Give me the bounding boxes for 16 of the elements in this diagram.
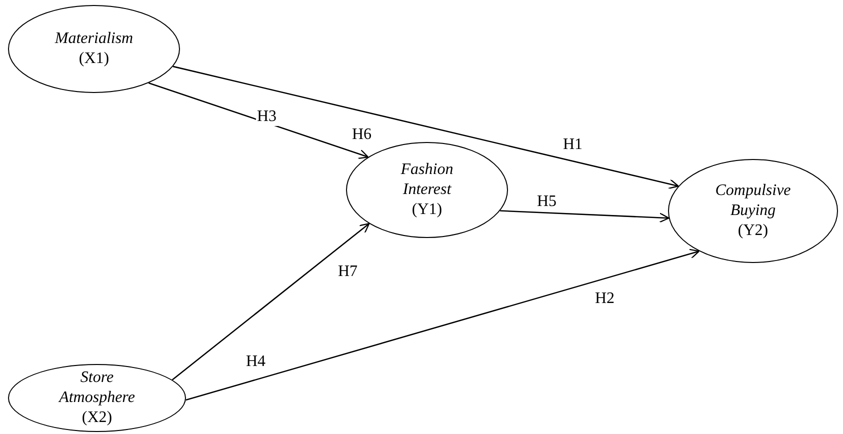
construct-name: Fashion Interest	[400, 160, 454, 200]
hypothesis-label: H6	[352, 126, 372, 144]
construct-name: Store Atmosphere	[57, 368, 136, 408]
arrow	[186, 248, 700, 401]
arrow	[172, 66, 679, 189]
hypothesis-label: H7	[338, 263, 358, 281]
construct-code: (Y2)	[738, 221, 768, 241]
arrow	[148, 82, 369, 159]
arrow	[500, 210, 670, 223]
construct-code: (X1)	[78, 49, 110, 69]
construct-name: Materialism	[54, 29, 134, 49]
arrow	[172, 223, 370, 380]
construct-code: (Y1)	[412, 200, 442, 220]
construct-name: Compulsive Buying	[714, 181, 792, 221]
construct-code: (X2)	[82, 408, 112, 428]
edge-label: H3	[256, 108, 278, 126]
